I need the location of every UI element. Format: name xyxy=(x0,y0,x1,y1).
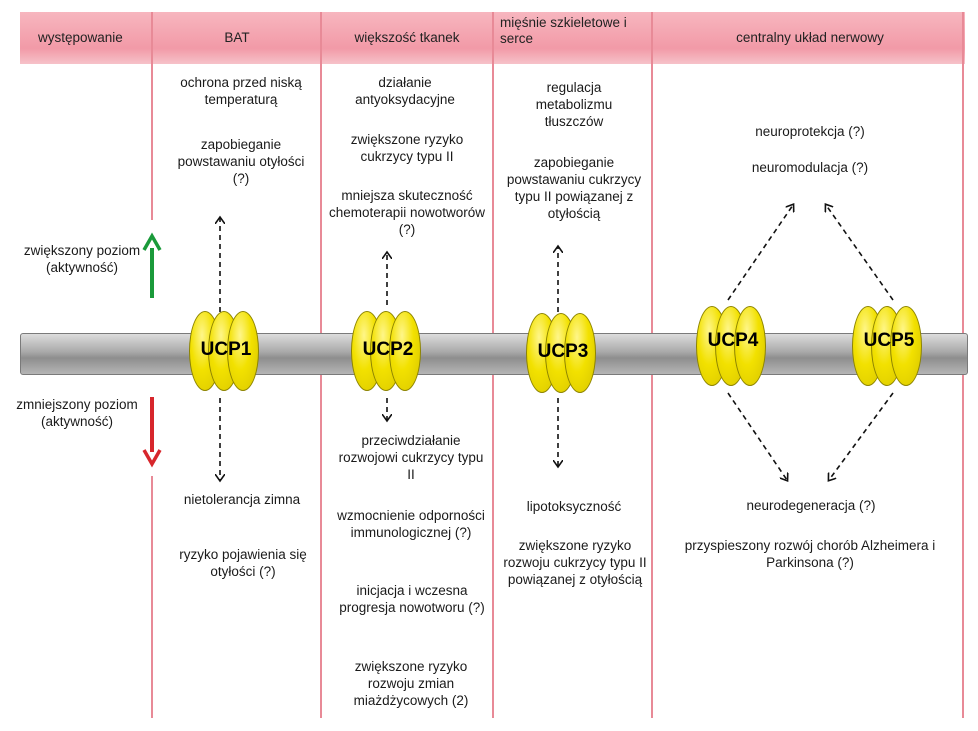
legend-increased-label: zwiększony poziom (aktywność) xyxy=(23,243,141,275)
ucp4-protein: UCP4 xyxy=(694,306,772,386)
ucp3-up-2: zapobieganie powstawaniu cukrzycy typu I… xyxy=(506,155,642,221)
ucp2-label: UCP2 xyxy=(362,339,414,360)
ucp1-up-2: zapobieganie powstawaniu otyłości (?) xyxy=(177,137,305,186)
ucp2-down-4: zwiększone ryzyko rozwoju zmian miażdżyc… xyxy=(353,659,469,708)
ucp5-up-arrow xyxy=(826,205,894,301)
ucp1-down-1: nietolerancja zimna xyxy=(183,492,301,507)
ucp4-down-arrow xyxy=(727,392,787,480)
ucp4-label: UCP4 xyxy=(707,330,759,351)
ucp4-up-arrow xyxy=(727,205,793,301)
ucp2-down-3: inicjacja i wczesna progresja nowotworu … xyxy=(339,583,485,615)
ucp3-protein: UCP3 xyxy=(524,313,602,393)
ucp2-protein: UCP2 xyxy=(349,311,427,391)
ucp2-up-1: działanie antyoksydacyjne xyxy=(355,75,455,107)
ucp3-up-1: regulacja metabolizmu tłuszczów xyxy=(535,80,613,129)
column-divider xyxy=(151,12,153,220)
legend-decreased-label: zmniejszony poziom (aktywność) xyxy=(16,397,138,429)
ucp2-down-2: wzmocnienie odporności immunologicznej (… xyxy=(337,508,485,540)
header-cns: centralny układ nerwowy xyxy=(736,30,884,45)
down-arrow-icon xyxy=(142,397,162,468)
header-skeletal-muscle-heart: mięśnie szkieletowe i serce xyxy=(500,15,627,46)
ucp2-up-2: zwiększone ryzyko cukrzycy typu II xyxy=(350,132,464,164)
ucp5-down-arrow xyxy=(829,392,894,480)
cns-down-2: przyspieszony rozwój chorób Alzheimera i… xyxy=(684,538,936,570)
cns-up-1: neuroprotekcja (?) xyxy=(755,124,865,139)
header-occurrence: występowanie xyxy=(38,30,123,45)
column-divider xyxy=(151,476,153,718)
ucp2-up-3: mniejsza skuteczność chemoterapii nowotw… xyxy=(328,188,486,237)
ucp5-label: UCP5 xyxy=(863,330,915,351)
ucp1-up-1: ochrona przed niską temperaturą xyxy=(180,75,302,107)
cns-down-1: neurodegeneracja (?) xyxy=(746,498,876,513)
ucp1-label: UCP1 xyxy=(200,339,252,360)
ucp3-down-1: lipotoksyczność xyxy=(526,499,622,514)
ucp1-down-2: ryzyko pojawienia się otyłości (?) xyxy=(179,547,307,579)
ucp2-down-1: przeciwdziałanie rozwojowi cukrzycy typu… xyxy=(338,433,484,482)
header-most-tissues: większość tkanek xyxy=(354,30,460,45)
cns-up-2: neuromodulacja (?) xyxy=(751,160,869,175)
ucp3-down-2: zwiększone ryzyko rozwoju cukrzycy typu … xyxy=(503,538,647,587)
ucp1-protein: UCP1 xyxy=(187,311,265,391)
ucp5-protein: UCP5 xyxy=(850,306,928,386)
header-bat: BAT xyxy=(224,30,250,45)
ucp3-label: UCP3 xyxy=(537,341,589,362)
membrane-bar xyxy=(20,333,968,375)
up-arrow-icon xyxy=(142,232,162,298)
